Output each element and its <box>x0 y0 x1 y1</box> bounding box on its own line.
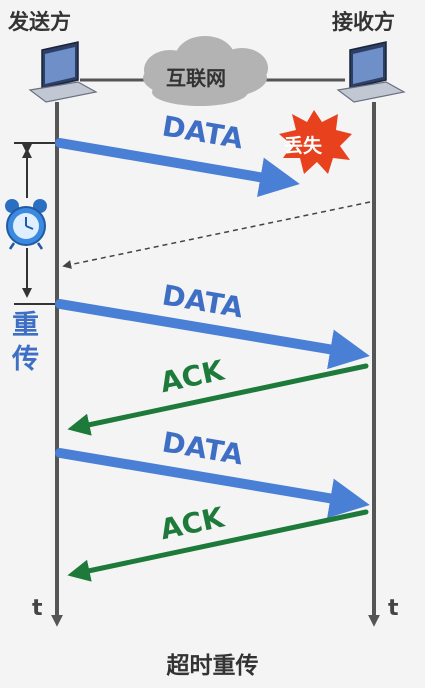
ack-arrow-1 <box>67 363 369 436</box>
diagram-caption: 超时重传 <box>166 653 259 679</box>
ack-arrow-2 <box>67 509 369 582</box>
time-axis-label-sender: t <box>32 596 43 621</box>
network-label: 互联网 <box>166 66 226 90</box>
laptop-icon <box>336 41 406 103</box>
retransmit-label: 重传 <box>12 310 39 375</box>
laptop-icon <box>28 41 98 103</box>
data-arrow-retransmit <box>55 299 370 370</box>
timeout-interval-bracket <box>14 142 57 305</box>
cloud-icon <box>143 36 268 106</box>
timeout-signal-arrow <box>62 201 371 269</box>
lost-label: 丢失 <box>284 135 323 157</box>
explosion-icon <box>279 110 352 174</box>
data-arrow-2 <box>55 448 370 519</box>
time-axis-label-receiver: t <box>388 596 399 621</box>
receiver-label: 接收方 <box>332 10 395 34</box>
alarm-clock-icon <box>5 199 47 250</box>
data-arrow-lost <box>55 138 300 197</box>
sender-label: 发送方 <box>8 10 71 34</box>
